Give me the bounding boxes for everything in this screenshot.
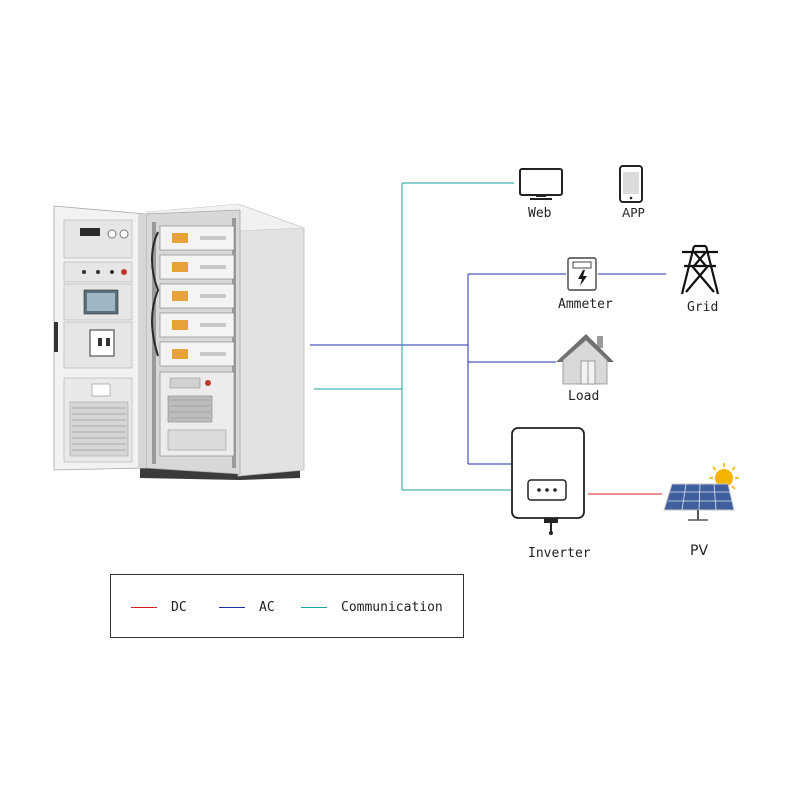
transmission-tower-icon (680, 244, 720, 295)
sun-icon (709, 463, 739, 493)
legend: DC AC Communication (110, 574, 464, 638)
cabinet-door (53, 205, 147, 471)
ammeter-label: Ammeter (558, 297, 613, 312)
monitor-icon (519, 168, 563, 200)
legend-ac-label: AC (259, 599, 275, 615)
pv-label: PV (690, 543, 709, 559)
ammeter-icon (567, 257, 597, 291)
battery-cabinet (53, 203, 305, 480)
legend-communication-label: Communication (341, 599, 443, 615)
grid-label: Grid (687, 300, 719, 315)
battery-modules (159, 225, 235, 367)
communication-lines (314, 182, 514, 491)
legend-dc-swatch (131, 606, 157, 608)
inverter-label: Inverter (528, 546, 591, 561)
legend-ac: AC (219, 575, 275, 639)
app-label: APP (622, 206, 645, 220)
load-label: Load (568, 389, 600, 404)
legend-communication: Communication (301, 575, 443, 639)
ac-lines (310, 273, 666, 465)
legend-ac-swatch (219, 606, 245, 608)
solar-panel-icon (663, 463, 739, 521)
legend-dc-label: DC (171, 599, 187, 615)
house-icon (556, 334, 614, 385)
smartphone-icon (619, 165, 643, 203)
web-label: Web (528, 206, 552, 221)
legend-communication-swatch (301, 606, 327, 608)
battery-control-box (159, 371, 235, 457)
inverter-icon (511, 427, 585, 535)
legend-dc: DC (131, 575, 187, 639)
